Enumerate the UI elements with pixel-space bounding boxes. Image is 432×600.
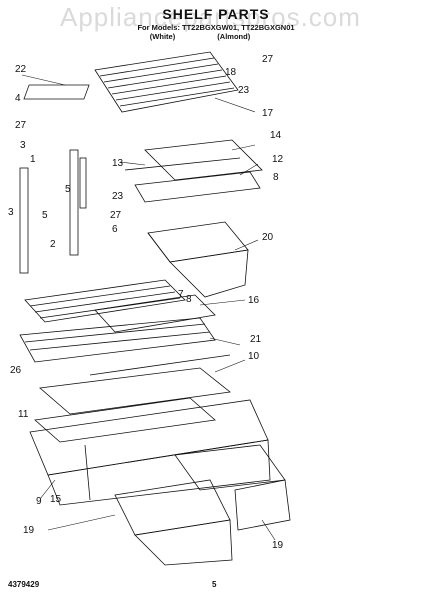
callout-3: 3 [20,140,26,151]
callout-5: 5 [42,210,48,221]
callout-7: 7 [178,289,184,300]
callout-22: 22 [15,64,27,75]
color-white: (White) [149,32,176,41]
callout-15: 15 [50,494,62,505]
callout-12: 12 [272,154,284,165]
callout-11: 11 [18,409,29,420]
doc-number: 4379429 [8,580,40,589]
callout-8: 8 [273,172,279,183]
callout-13: 13 [112,158,124,169]
callout-9: 9 [36,496,42,507]
crisper-cover [34,367,231,443]
color-line: (White) (Almond) [40,32,360,41]
callout-8: 8 [186,294,192,305]
callout-19: 19 [23,525,35,536]
diagram-title: SHELF PARTS [162,6,270,22]
callout-19: 19 [272,540,284,551]
callout-18: 18 [225,67,237,78]
glass-shelf [124,139,263,203]
callout-4: 4 [15,93,21,104]
crisper-housing [29,399,271,506]
callout-27: 27 [110,210,122,221]
callout-16: 16 [248,295,260,306]
crisper-drawers [114,444,291,566]
models-line: For Models: TT22BGXGW01, TT22BGXGN01 [137,23,295,32]
callout-23: 23 [238,85,250,96]
callout-27: 27 [262,54,274,65]
watermark: Appliancepartspros.com [60,2,361,32]
callout-27: 27 [15,120,27,131]
callout-2: 2 [50,239,56,250]
callout-10: 10 [248,351,260,362]
lower-wire-shelf [19,317,231,376]
page-number: 5 [212,580,217,589]
upper-wire-shelf [23,51,239,113]
callout-5: 5 [65,184,71,195]
callout-1: 1 [30,154,36,165]
callout-21: 21 [250,334,262,345]
callout-20: 20 [262,232,274,243]
callout-17: 17 [262,108,274,119]
callout-23: 23 [112,191,124,202]
callout-6: 6 [112,224,118,235]
middle-wire-shelves [24,279,216,333]
callout-14: 14 [270,130,282,141]
color-almond: (Almond) [217,32,251,41]
meat-drawer [147,221,249,298]
callout-26: 26 [10,365,22,376]
shelf-ladders [19,149,87,274]
callout-3: 3 [8,207,14,218]
